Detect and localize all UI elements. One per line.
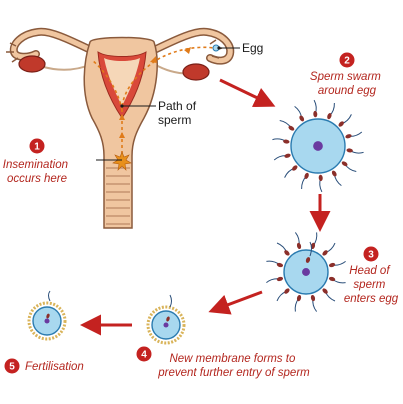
step-1-number: 1: [34, 142, 40, 153]
step-3-caption-line-3: enters egg: [344, 293, 399, 305]
sperm-5-head: [304, 172, 309, 179]
sperm-6-head: [276, 276, 284, 282]
sperm-1-head: [328, 276, 336, 282]
step-2-number: 2: [344, 56, 350, 67]
sperm-5-head: [284, 288, 290, 294]
entering-sperm-tail: [309, 241, 312, 257]
sperm-11-head: [322, 250, 328, 256]
step-3: 3 Head of sperm enters egg: [344, 246, 399, 305]
sperm-9-head: [296, 242, 302, 250]
step-2-caption-line-2: around egg: [318, 85, 377, 97]
sperm-12-head: [327, 113, 332, 120]
egg-with-sperm-swarm: [272, 99, 364, 193]
step-3-badge: [363, 246, 379, 262]
sperm-8-head: [284, 250, 290, 256]
sperm-3-head: [310, 294, 316, 302]
step-4-caption-line-1: New membrane forms to: [169, 353, 296, 365]
step-3-caption-line-1: Head of: [349, 265, 391, 277]
vaginal-canal: [106, 167, 130, 225]
step-4: 4 New membrane forms to prevent further …: [136, 346, 310, 379]
egg-new-membrane: [146, 294, 186, 345]
arrow-3-to-4: [208, 290, 263, 315]
arrow-1-to-2: [219, 78, 276, 107]
sperm-2-head: [341, 161, 348, 167]
step-3-caption-line-2: sperm: [353, 279, 385, 291]
sperm-1-head: [346, 148, 353, 153]
egg-nucleus: [163, 322, 169, 328]
insemination-mark: [112, 151, 132, 171]
sperm-14-head: [345, 134, 352, 139]
step-4-caption-line-2: prevent further entry of sperm: [157, 367, 310, 379]
egg-nucleus: [44, 318, 50, 324]
sperm-11-head: [313, 110, 318, 118]
egg-sperm-entering: [266, 232, 346, 312]
egg-nucleus: [313, 141, 323, 151]
step-2: 2 Sperm swarm around egg: [310, 52, 384, 97]
fertilised-egg: [27, 290, 67, 341]
step-5-badge: [4, 358, 20, 374]
egg-nucleus: [302, 268, 310, 276]
sperm-13-head: [338, 121, 344, 127]
sperm-10-head: [299, 115, 305, 122]
sperm-path: [121, 46, 215, 160]
new-membrane: [146, 305, 186, 345]
sperm-9-head: [288, 125, 295, 131]
sperm-6-head: [292, 165, 298, 171]
step-4-number: 4: [141, 350, 147, 361]
step-3-caption: Head of sperm enters egg: [344, 265, 399, 305]
step-2-badge: [339, 52, 355, 68]
egg-label: Egg: [242, 41, 263, 55]
new-membrane: [27, 301, 67, 341]
ovary-left: [18, 55, 46, 73]
step-3-number: 3: [368, 250, 374, 261]
step-1-caption: Insemination occurs here: [3, 159, 71, 185]
sperm-7-head: [276, 262, 284, 268]
sperm-12-head: [328, 262, 336, 268]
entering-sperm-head: [305, 257, 311, 263]
sperm-3-head: [331, 170, 337, 177]
step-5: 5 Fertilisation: [4, 358, 84, 374]
path-of-sperm-line-1: Path of: [158, 99, 197, 113]
sperm-2-head: [322, 288, 328, 294]
sperm-7-head: [284, 153, 291, 158]
sperm-4-head: [296, 294, 302, 302]
sperm-head-inside: [166, 316, 170, 322]
step-1: 1 Insemination occurs here: [3, 138, 71, 185]
step-1-caption-line-2: occurs here: [7, 173, 67, 185]
path-of-sperm-line-2: sperm: [158, 113, 191, 127]
sperm-4-head: [318, 174, 323, 182]
remnant-tail: [48, 290, 51, 302]
step-2-caption-line-1: Sperm swarm: [310, 71, 381, 83]
step-4-caption: New membrane forms to prevent further en…: [157, 353, 310, 379]
step-5-caption: Fertilisation: [25, 361, 84, 373]
step-2-caption: Sperm swarm around egg: [310, 71, 384, 97]
sperm-tail-outside: [169, 294, 172, 308]
ovary-right: [182, 63, 210, 81]
path-of-sperm-label: Path of sperm: [158, 99, 199, 127]
uterus-illustration: [6, 27, 235, 229]
step-1-badge: [29, 138, 45, 154]
step-5-number: 5: [9, 362, 15, 373]
fused-sperm-head: [46, 313, 50, 319]
step-4-badge: [136, 346, 152, 362]
sperm-8-head: [283, 139, 290, 144]
step-1-caption-line-1: Insemination: [3, 159, 68, 171]
